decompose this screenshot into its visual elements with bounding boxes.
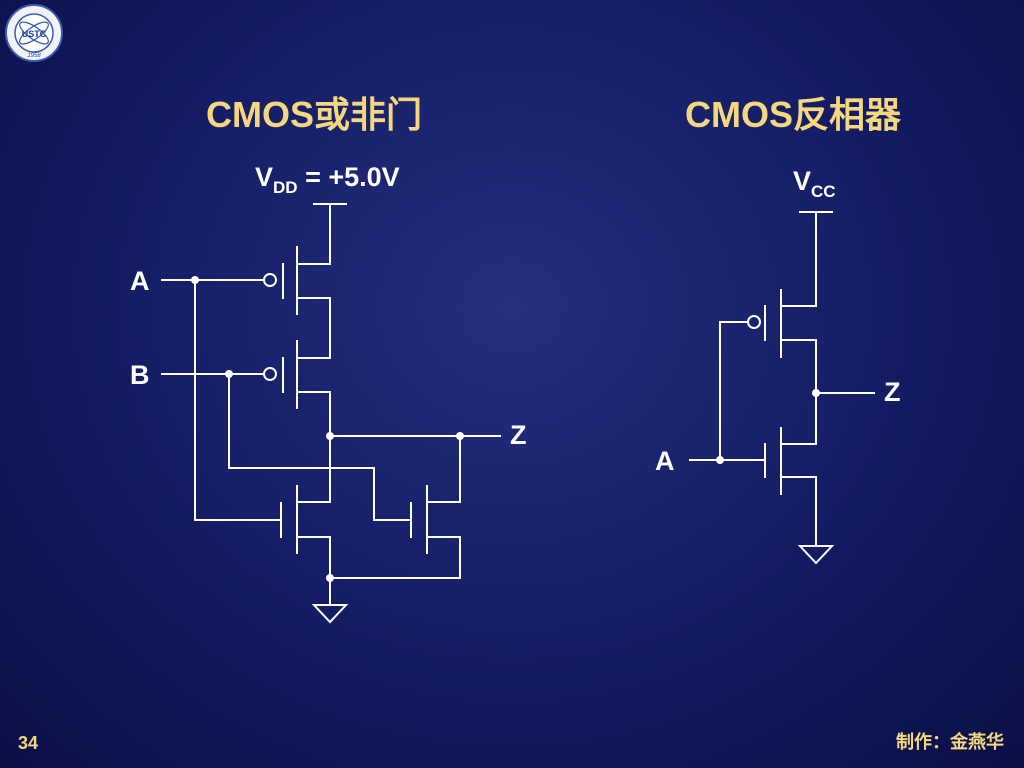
pmos-transistor bbox=[747, 289, 817, 358]
university-logo: USTC 1958 bbox=[5, 4, 63, 62]
ground-symbol bbox=[311, 604, 349, 624]
nmos-a-transistor bbox=[280, 485, 331, 554]
inverter-ground-symbol bbox=[797, 545, 835, 565]
nor-gate-title: CMOS或非门 bbox=[206, 94, 423, 135]
logo-text: USTC bbox=[22, 29, 47, 39]
pmos-a-transistor bbox=[263, 246, 331, 315]
nmos-transistor bbox=[764, 427, 817, 495]
pmos-b-transistor bbox=[263, 340, 331, 409]
page-number: 34 bbox=[18, 733, 39, 753]
output-z-label: Z bbox=[510, 420, 527, 450]
inverter-title: CMOS反相器 bbox=[685, 94, 902, 135]
vdd-label: VDD = +5.0V bbox=[255, 162, 400, 197]
input-a-label: A bbox=[130, 266, 150, 296]
author-credit: 制作：金燕华 bbox=[896, 732, 1004, 752]
inverter-input-label: A bbox=[655, 446, 675, 476]
inverter-schematic bbox=[689, 211, 875, 565]
vcc-label: VCC bbox=[793, 166, 836, 201]
logo-year: 1958 bbox=[27, 53, 41, 59]
nor-gate-schematic bbox=[161, 203, 501, 624]
nmos-b-transistor bbox=[410, 485, 461, 554]
input-b-label: B bbox=[130, 360, 150, 390]
inverter-output-label: Z bbox=[884, 377, 901, 407]
junction-dots bbox=[191, 276, 820, 582]
